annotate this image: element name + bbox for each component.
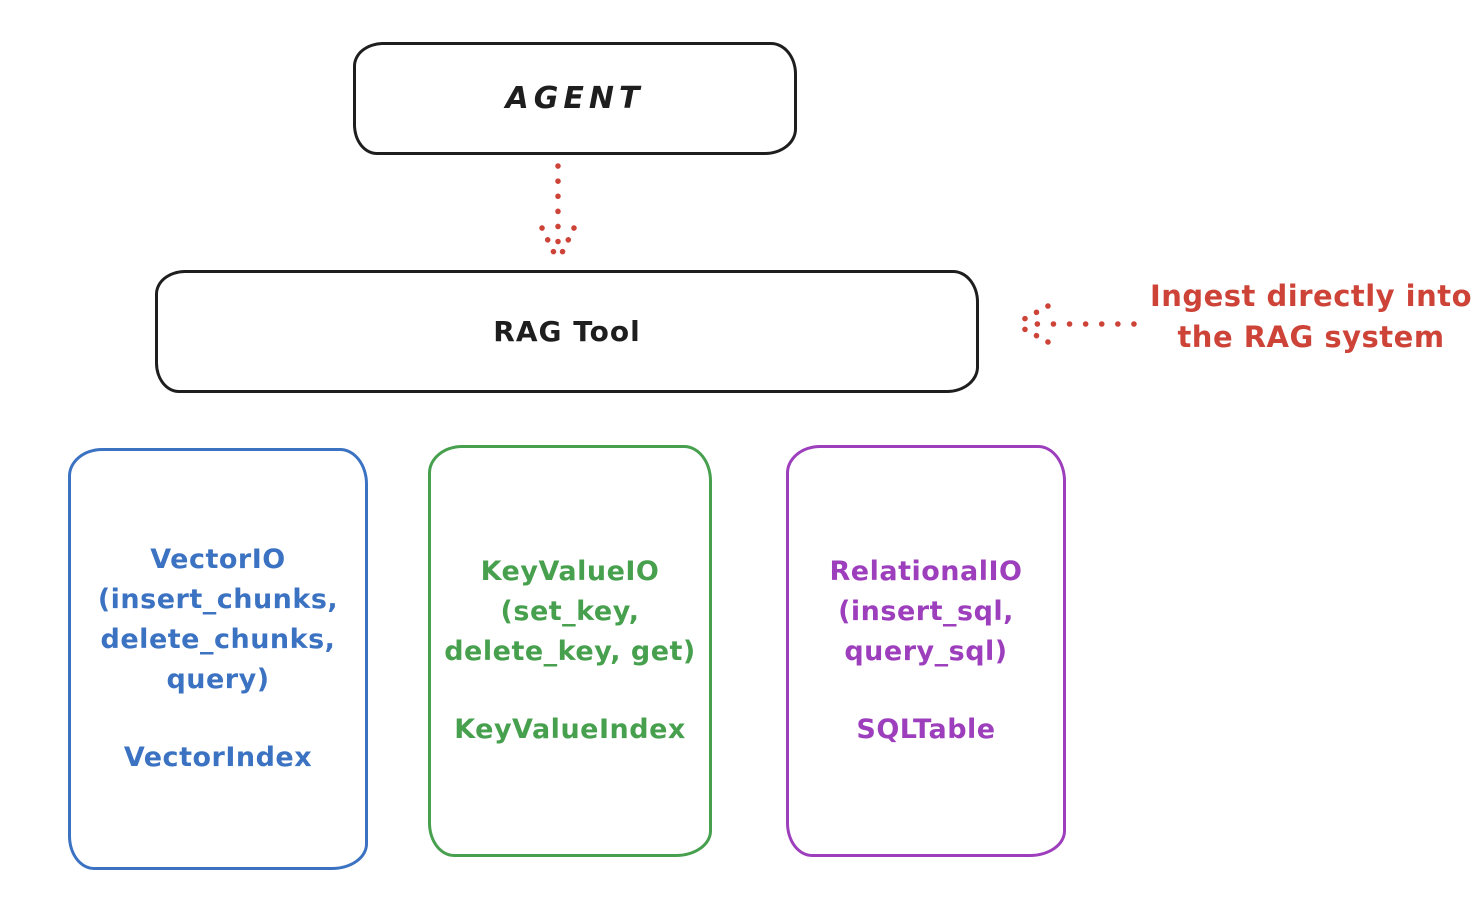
vector-io-method-line: delete_chunks, [100, 624, 336, 655]
ingest-annotation: Ingest directly into the RAG system [1138, 276, 1484, 358]
relational-io-box: RelationalIO (insert_sql, query_sql) SQL… [786, 445, 1066, 857]
arrow-left-icon [1014, 303, 1137, 345]
sql-table-label: SQLTable [856, 714, 996, 745]
keyvalue-io-method-line: (set_key, [500, 596, 640, 627]
agent-label: AGENT [505, 81, 645, 116]
relational-io-method-line: (insert_sql, [838, 596, 1014, 627]
vector-index-label: VectorIndex [123, 742, 313, 773]
keyvalue-index-label: KeyValueIndex [454, 714, 686, 745]
relational-io-title: RelationalIO [829, 556, 1023, 587]
keyvalue-io-box: KeyValueIO (set_key, delete_key, get) Ke… [428, 445, 712, 857]
arrow-down-icon [539, 163, 577, 262]
vector-io-box: VectorIO (insert_chunks, delete_chunks, … [68, 448, 368, 870]
ingest-annotation-line2: the RAG system [1177, 320, 1445, 354]
rag-tool-box: RAG Tool [155, 270, 979, 393]
vector-io-method-line: (insert_chunks, [97, 584, 339, 615]
vector-io-title: VectorIO [150, 544, 286, 575]
keyvalue-io-method-line: delete_key, get) [444, 636, 696, 667]
ingest-annotation-line1: Ingest directly into [1149, 279, 1473, 313]
keyvalue-io-title: KeyValueIO [480, 556, 660, 587]
vector-io-method-line: query) [166, 664, 270, 695]
relational-io-method-line: query_sql) [844, 636, 1008, 667]
agent-box: AGENT [353, 42, 797, 155]
rag-tool-label: RAG Tool [493, 315, 641, 348]
